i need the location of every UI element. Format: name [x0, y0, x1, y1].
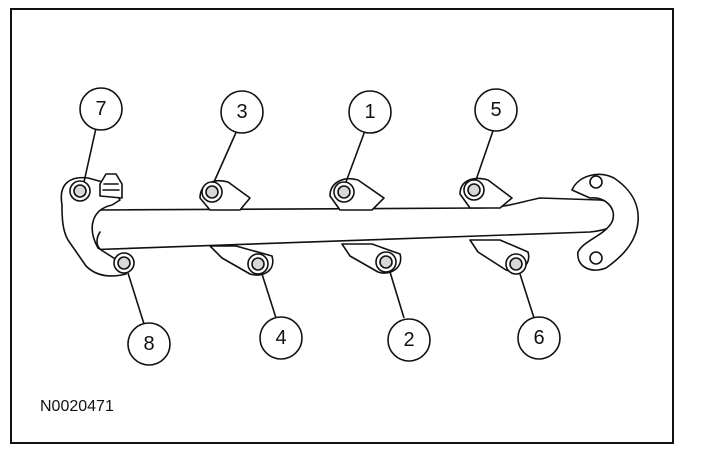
bolt-1 — [333, 181, 355, 203]
leader-1 — [345, 127, 367, 183]
bolt-8 — [113, 252, 135, 274]
callout-label-1: 1 — [364, 101, 375, 123]
right-flange-hole-top — [589, 175, 603, 189]
bolt-4 — [247, 253, 269, 275]
leader-3 — [213, 127, 239, 183]
right-flange-hole-bottom — [589, 251, 603, 265]
callout-circle-7 — [79, 87, 123, 131]
diagram-frame — [10, 8, 674, 444]
callout-label-7: 7 — [95, 98, 106, 120]
callout-circle-6 — [517, 316, 561, 360]
leader-6 — [519, 273, 535, 319]
bolt-7 — [69, 180, 91, 202]
bolt-3 — [201, 181, 223, 203]
callout-label-3: 3 — [236, 101, 247, 123]
callout-label-8: 8 — [143, 333, 154, 355]
callout-circle-1 — [348, 90, 392, 134]
callout-circle-3 — [220, 90, 264, 134]
leader-4 — [261, 273, 277, 319]
callout-circle-8 — [127, 322, 171, 366]
callout-label-5: 5 — [490, 99, 501, 121]
bolt-6 — [505, 253, 527, 275]
bolt-2 — [375, 251, 397, 273]
callout-label-2: 2 — [403, 329, 414, 351]
callout-label-4: 4 — [275, 327, 286, 349]
leader-7 — [83, 127, 97, 183]
left-flange — [60, 176, 127, 277]
callout-circle-2 — [387, 318, 431, 362]
callout-label-6: 6 — [533, 327, 544, 349]
leader-5 — [475, 127, 495, 181]
leader-2 — [389, 271, 405, 319]
leader-8 — [127, 272, 145, 325]
sensor-fitting — [99, 173, 123, 199]
figure-id-label: N0020471 — [40, 398, 114, 415]
callout-circle-4 — [259, 316, 303, 360]
callout-circle-5 — [474, 88, 518, 132]
bolt-5 — [463, 179, 485, 201]
right-end-flange — [571, 173, 639, 271]
